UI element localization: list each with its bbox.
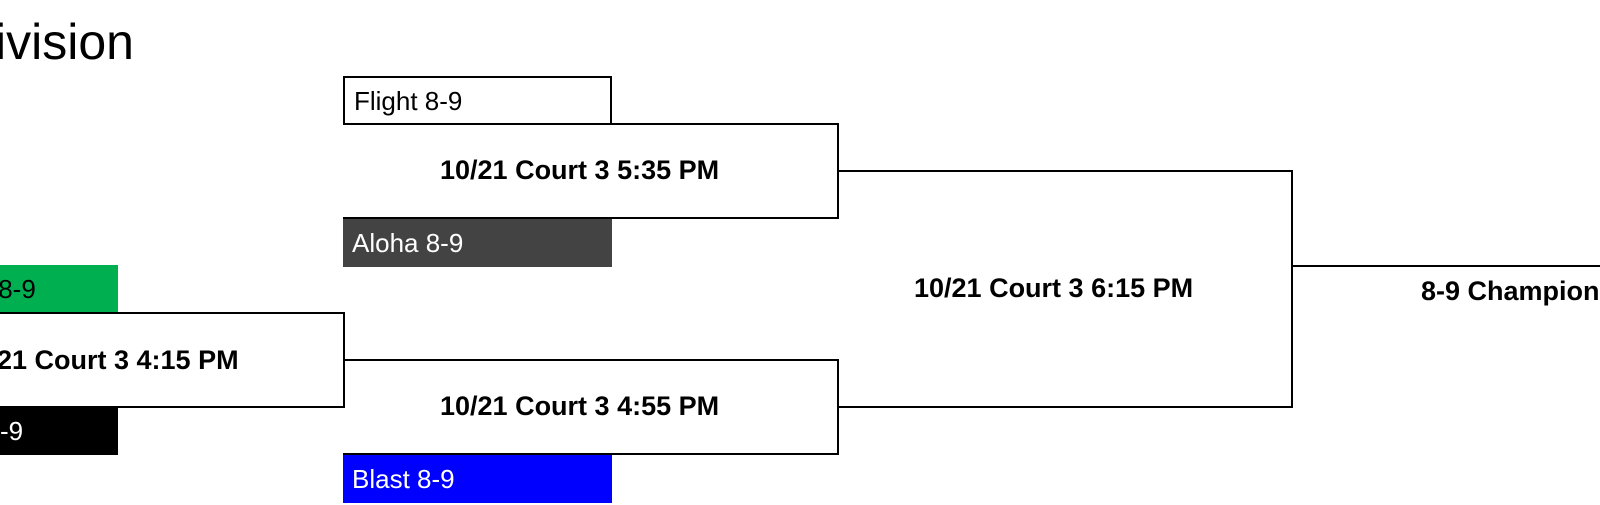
bracket-line-455-bottom	[343, 453, 839, 455]
team-green-label: 8-9	[0, 274, 36, 304]
bracket-line-615-right	[1291, 170, 1293, 408]
team-flight: Flight 8-9	[343, 76, 612, 125]
division-title: ivision	[0, 14, 134, 70]
bracket-line-535-bottom	[343, 217, 839, 219]
team-blast: Blast 8-9	[343, 454, 612, 503]
game-label-415: 21 Court 3 4:15 PM	[0, 345, 239, 375]
team-black-label: -9	[0, 416, 24, 446]
game-label-615: 10/21 Court 3 6:15 PM	[914, 273, 1194, 303]
team-flight-label: Flight 8-9	[354, 85, 463, 116]
team-black: -9	[0, 407, 118, 455]
bracket-line-455-top	[343, 359, 839, 361]
team-blast-label: Blast 8-9	[352, 463, 455, 494]
team-green: 8-9	[0, 265, 118, 313]
team-aloha-label: Aloha 8-9	[352, 227, 464, 258]
bracket-line-615-bottom	[837, 406, 1293, 408]
bracket-line-615-top	[837, 170, 1293, 172]
game-label-championship: 8-9 Champion	[1421, 276, 1600, 306]
bracket-line-535-top	[343, 123, 839, 125]
bracket-line-415-top	[0, 312, 345, 314]
game-label-455: 10/21 Court 3 4:55 PM	[440, 391, 720, 421]
bracket-line-415-bottom	[0, 406, 345, 408]
team-aloha: Aloha 8-9	[343, 218, 612, 267]
game-label-535: 10/21 Court 3 5:35 PM	[440, 155, 720, 185]
bracket-line-championship	[1291, 265, 1600, 267]
